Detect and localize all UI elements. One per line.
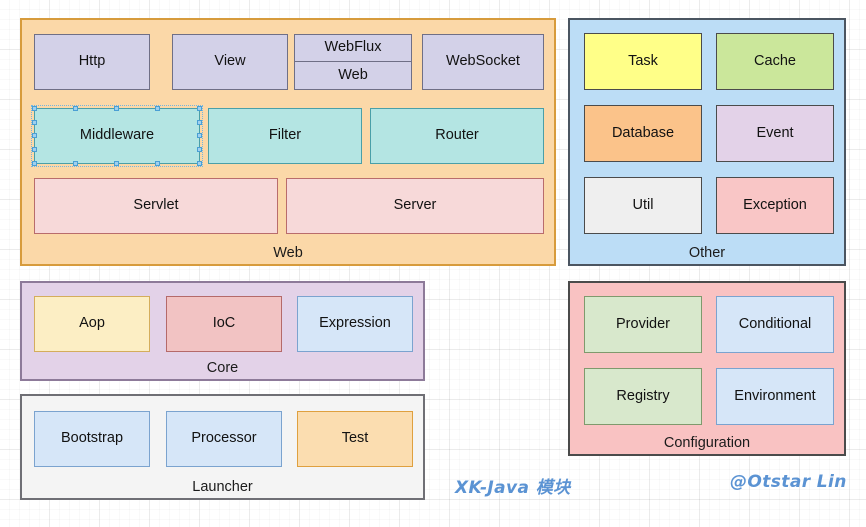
node-registry-label: Registry xyxy=(616,387,670,404)
resize-handle-ne[interactable] xyxy=(197,106,202,111)
resize-handle-nw[interactable] xyxy=(32,106,37,111)
group-launcher-label: Launcher xyxy=(192,479,253,495)
resize-handle-e3[interactable] xyxy=(197,146,202,152)
node-conditional-label: Conditional xyxy=(738,315,812,332)
node-environment-label: Environment xyxy=(734,387,816,404)
node-cache[interactable]: Cache xyxy=(716,33,834,90)
node-util[interactable]: Util xyxy=(584,177,702,234)
group-core[interactable]: Aop IoC Expression Core xyxy=(20,281,425,381)
node-middleware-label: Middleware xyxy=(79,127,155,144)
node-webflux-label: WebFlux xyxy=(324,39,382,56)
node-test-label: Test xyxy=(341,430,369,447)
node-web-label: Web xyxy=(338,66,368,83)
node-database-label: Database xyxy=(611,124,675,141)
node-servlet[interactable]: Servlet xyxy=(34,178,278,234)
node-environment[interactable]: Environment xyxy=(716,368,834,425)
node-bootstrap[interactable]: Bootstrap xyxy=(34,411,150,467)
node-http[interactable]: Http xyxy=(34,34,150,90)
node-filter-label: Filter xyxy=(268,127,302,144)
node-provider[interactable]: Provider xyxy=(584,296,702,353)
node-server-label: Server xyxy=(393,197,437,214)
group-configuration[interactable]: Provider Conditional Registry Environmen… xyxy=(568,281,846,456)
node-task[interactable]: Task xyxy=(584,33,702,90)
group-configuration-label: Configuration xyxy=(663,435,751,451)
node-aop-label: Aop xyxy=(79,315,105,332)
node-aop[interactable]: Aop xyxy=(34,296,150,352)
node-provider-label: Provider xyxy=(616,315,670,332)
node-http-label: Http xyxy=(78,53,106,70)
node-router[interactable]: Router xyxy=(370,108,544,164)
node-websocket[interactable]: WebSocket xyxy=(422,34,544,90)
node-servlet-label: Servlet xyxy=(133,197,179,214)
resize-handle-e[interactable] xyxy=(197,133,202,138)
node-expression-label: Expression xyxy=(319,315,391,332)
node-filter[interactable]: Filter xyxy=(208,108,362,164)
node-view[interactable]: View xyxy=(172,34,288,90)
node-ioc[interactable]: IoC xyxy=(166,296,282,352)
node-processor[interactable]: Processor xyxy=(166,411,282,467)
author-annotation: @Otstar Lin xyxy=(730,472,847,492)
node-event-label: Event xyxy=(756,124,794,141)
resize-handle-se[interactable] xyxy=(197,161,202,166)
resize-handle-n[interactable] xyxy=(114,106,119,111)
resize-handle-s3[interactable] xyxy=(155,161,160,166)
resize-handle-w[interactable] xyxy=(32,133,37,138)
node-task-label: Task xyxy=(628,52,658,69)
node-processor-label: Processor xyxy=(191,430,257,447)
resize-handle-n2[interactable] xyxy=(73,106,78,111)
node-exception-label: Exception xyxy=(743,196,807,213)
resize-handle-s[interactable] xyxy=(114,161,119,166)
resize-handle-w2[interactable] xyxy=(32,119,37,125)
node-webflux-web-stack[interactable]: WebFlux Web xyxy=(294,34,412,90)
group-web[interactable]: Http View WebFlux Web WebSocket Middlewa… xyxy=(20,18,556,266)
resize-handle-e2[interactable] xyxy=(197,119,202,125)
group-other-label: Other xyxy=(688,245,726,261)
resize-handle-w3[interactable] xyxy=(32,146,37,152)
group-web-label: Web xyxy=(273,245,303,261)
node-router-label: Router xyxy=(435,127,479,144)
node-bootstrap-label: Bootstrap xyxy=(60,430,124,447)
node-test[interactable]: Test xyxy=(297,411,413,467)
node-registry[interactable]: Registry xyxy=(584,368,702,425)
node-expression[interactable]: Expression xyxy=(297,296,413,352)
node-event[interactable]: Event xyxy=(716,105,834,162)
node-conditional[interactable]: Conditional xyxy=(716,296,834,353)
group-launcher[interactable]: Bootstrap Processor Test Launcher xyxy=(20,394,425,500)
node-view-label: View xyxy=(214,53,246,70)
node-websocket-label: WebSocket xyxy=(446,53,520,70)
node-web[interactable]: Web xyxy=(294,61,412,90)
resize-handle-sw[interactable] xyxy=(32,161,37,166)
node-server[interactable]: Server xyxy=(286,178,544,234)
node-webflux[interactable]: WebFlux xyxy=(294,34,412,63)
node-util-label: Util xyxy=(632,196,654,213)
resize-handle-n3[interactable] xyxy=(155,106,160,111)
node-ioc-label: IoC xyxy=(212,315,236,332)
group-core-label: Core xyxy=(206,360,239,376)
node-exception[interactable]: Exception xyxy=(716,177,834,234)
diagram-title-annotation: XK-Java 模块 xyxy=(455,478,571,498)
node-middleware[interactable]: Middleware xyxy=(31,105,203,167)
resize-handle-s2[interactable] xyxy=(73,161,78,166)
node-cache-label: Cache xyxy=(754,52,796,69)
node-database[interactable]: Database xyxy=(584,105,702,162)
group-other[interactable]: Task Cache Database Event Util Exception… xyxy=(568,18,846,266)
